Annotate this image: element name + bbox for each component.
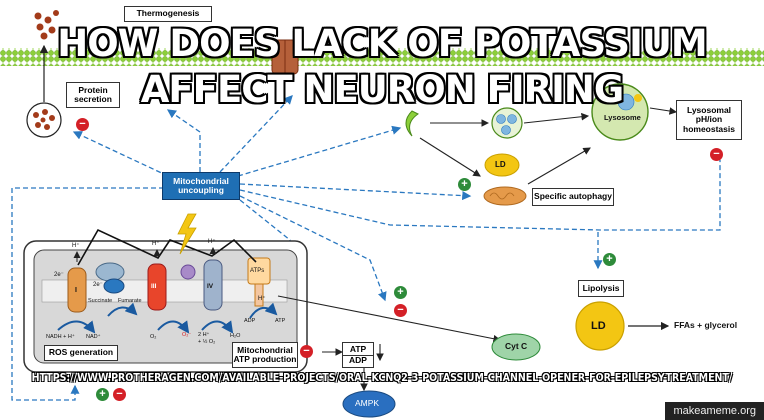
etc-hplus-3: H⁺	[208, 239, 216, 245]
minus-badge-lysosome: −	[710, 148, 723, 161]
plus-badge-lipolysis: +	[603, 253, 616, 266]
ffas-label: FFAs + glycerol	[674, 320, 738, 330]
etc-h2o: H₂O	[230, 333, 241, 339]
lipid-droplet-large	[575, 301, 625, 351]
ld-small-label: LD	[495, 160, 506, 169]
etc-atp: ATP	[275, 318, 286, 324]
etc-hplus-1: H⁺	[72, 243, 80, 249]
minus-badge-ros: −	[113, 388, 126, 401]
electron-path	[77, 228, 257, 266]
ros-generation-box: ROS generation	[44, 345, 118, 361]
lysosomal-homeostasis-box: Lysosomal pH/ion homeostasis	[676, 100, 742, 140]
lightning-bolt-icon	[177, 213, 197, 255]
adp-label: ADP	[343, 354, 373, 365]
etc-adp: ADP	[244, 318, 256, 324]
atp-adp-box: ATP ADP	[342, 342, 374, 368]
meme-title-line-1: HOW DOES LACK OF POTASSIUM	[57, 22, 707, 65]
complex-i	[67, 267, 87, 313]
etc-nad: NAD⁺	[86, 334, 101, 340]
lysosome-organelle	[591, 83, 649, 141]
lipolysis-box: Lipolysis	[578, 280, 624, 297]
atp-synthase	[247, 257, 271, 307]
proton-arrows	[73, 247, 217, 262]
cyt-c-shape	[491, 333, 541, 361]
lysosome-label: Lysosome	[604, 113, 641, 122]
plus-badge-ros: +	[96, 388, 109, 401]
meme-url-caption: HTTPS://WWW.PROTHERAGEN.COM/AVAILABLE-PR…	[31, 372, 733, 384]
etc-o2-radical: O₂⁻	[182, 332, 192, 338]
cell-membrane	[0, 48, 764, 66]
plus-badge-autophagy: +	[458, 178, 471, 191]
etc-complex-iv: IV	[207, 283, 214, 290]
ld-large-label: LD	[591, 320, 606, 332]
etc-hplus-atps: H⁺	[258, 296, 266, 302]
specific-autophagy-box: Specific autophagy	[532, 188, 614, 206]
ampk-label: AMPK	[355, 398, 380, 408]
thermogenesis-box: Thermogenesis	[124, 6, 212, 22]
secretory-vesicle	[26, 102, 62, 138]
etc-half-o2: + ½ O₂	[198, 339, 216, 345]
autophagosome-vesicle	[491, 107, 523, 139]
etc-2h: 2 H⁺	[198, 332, 210, 338]
complex-iv	[203, 259, 223, 311]
etc-fumarate: Fumarate	[118, 298, 142, 304]
mito-uncoupling-box: Mitochondrial uncoupling	[162, 172, 240, 200]
mito-atp-production-box: Mitochondrial ATP production	[232, 342, 298, 368]
protein-secretion-box: Protein secretion	[66, 82, 120, 108]
etc-2e-2: 2e⁻	[93, 282, 103, 288]
etc-complex-i: I	[75, 287, 77, 294]
atp-label: ATP	[349, 344, 367, 355]
etc-curved-arrows	[57, 302, 278, 334]
etc-o2: O₂	[150, 334, 157, 340]
secreted-protein-dots	[34, 10, 59, 40]
complex-iii	[147, 263, 196, 311]
minus-badge-secretion: −	[76, 118, 89, 131]
etc-atps: ATPs	[250, 268, 265, 274]
meme-title-line-2: AFFECT NEURON FIRING	[140, 68, 624, 111]
etc-hplus-2: H⁺	[152, 241, 160, 247]
complex-ii	[95, 262, 125, 294]
lysosome-arrows	[419, 107, 678, 185]
minus-badge-production: −	[300, 345, 313, 358]
lipid-droplet-small	[484, 153, 520, 177]
ucp-channel	[271, 39, 299, 75]
autophagosome-crescent	[405, 110, 419, 137]
cyt-c-label: Cyt C	[505, 341, 528, 351]
makeameme-watermark: makeameme.org	[665, 402, 764, 420]
etc-2e-1: 2e⁻	[54, 272, 64, 278]
plus-badge-atp: +	[394, 286, 407, 299]
etc-succinate: Succinate	[88, 298, 113, 304]
atp-to-cytc-line	[277, 295, 502, 343]
etc-nadh: NADH + H⁺	[46, 334, 75, 340]
ampk-shape	[342, 390, 396, 418]
minus-badge-atp: −	[394, 304, 407, 317]
mitochondrion-autophagy	[483, 186, 527, 206]
etc-complex-iii: III	[151, 283, 157, 290]
